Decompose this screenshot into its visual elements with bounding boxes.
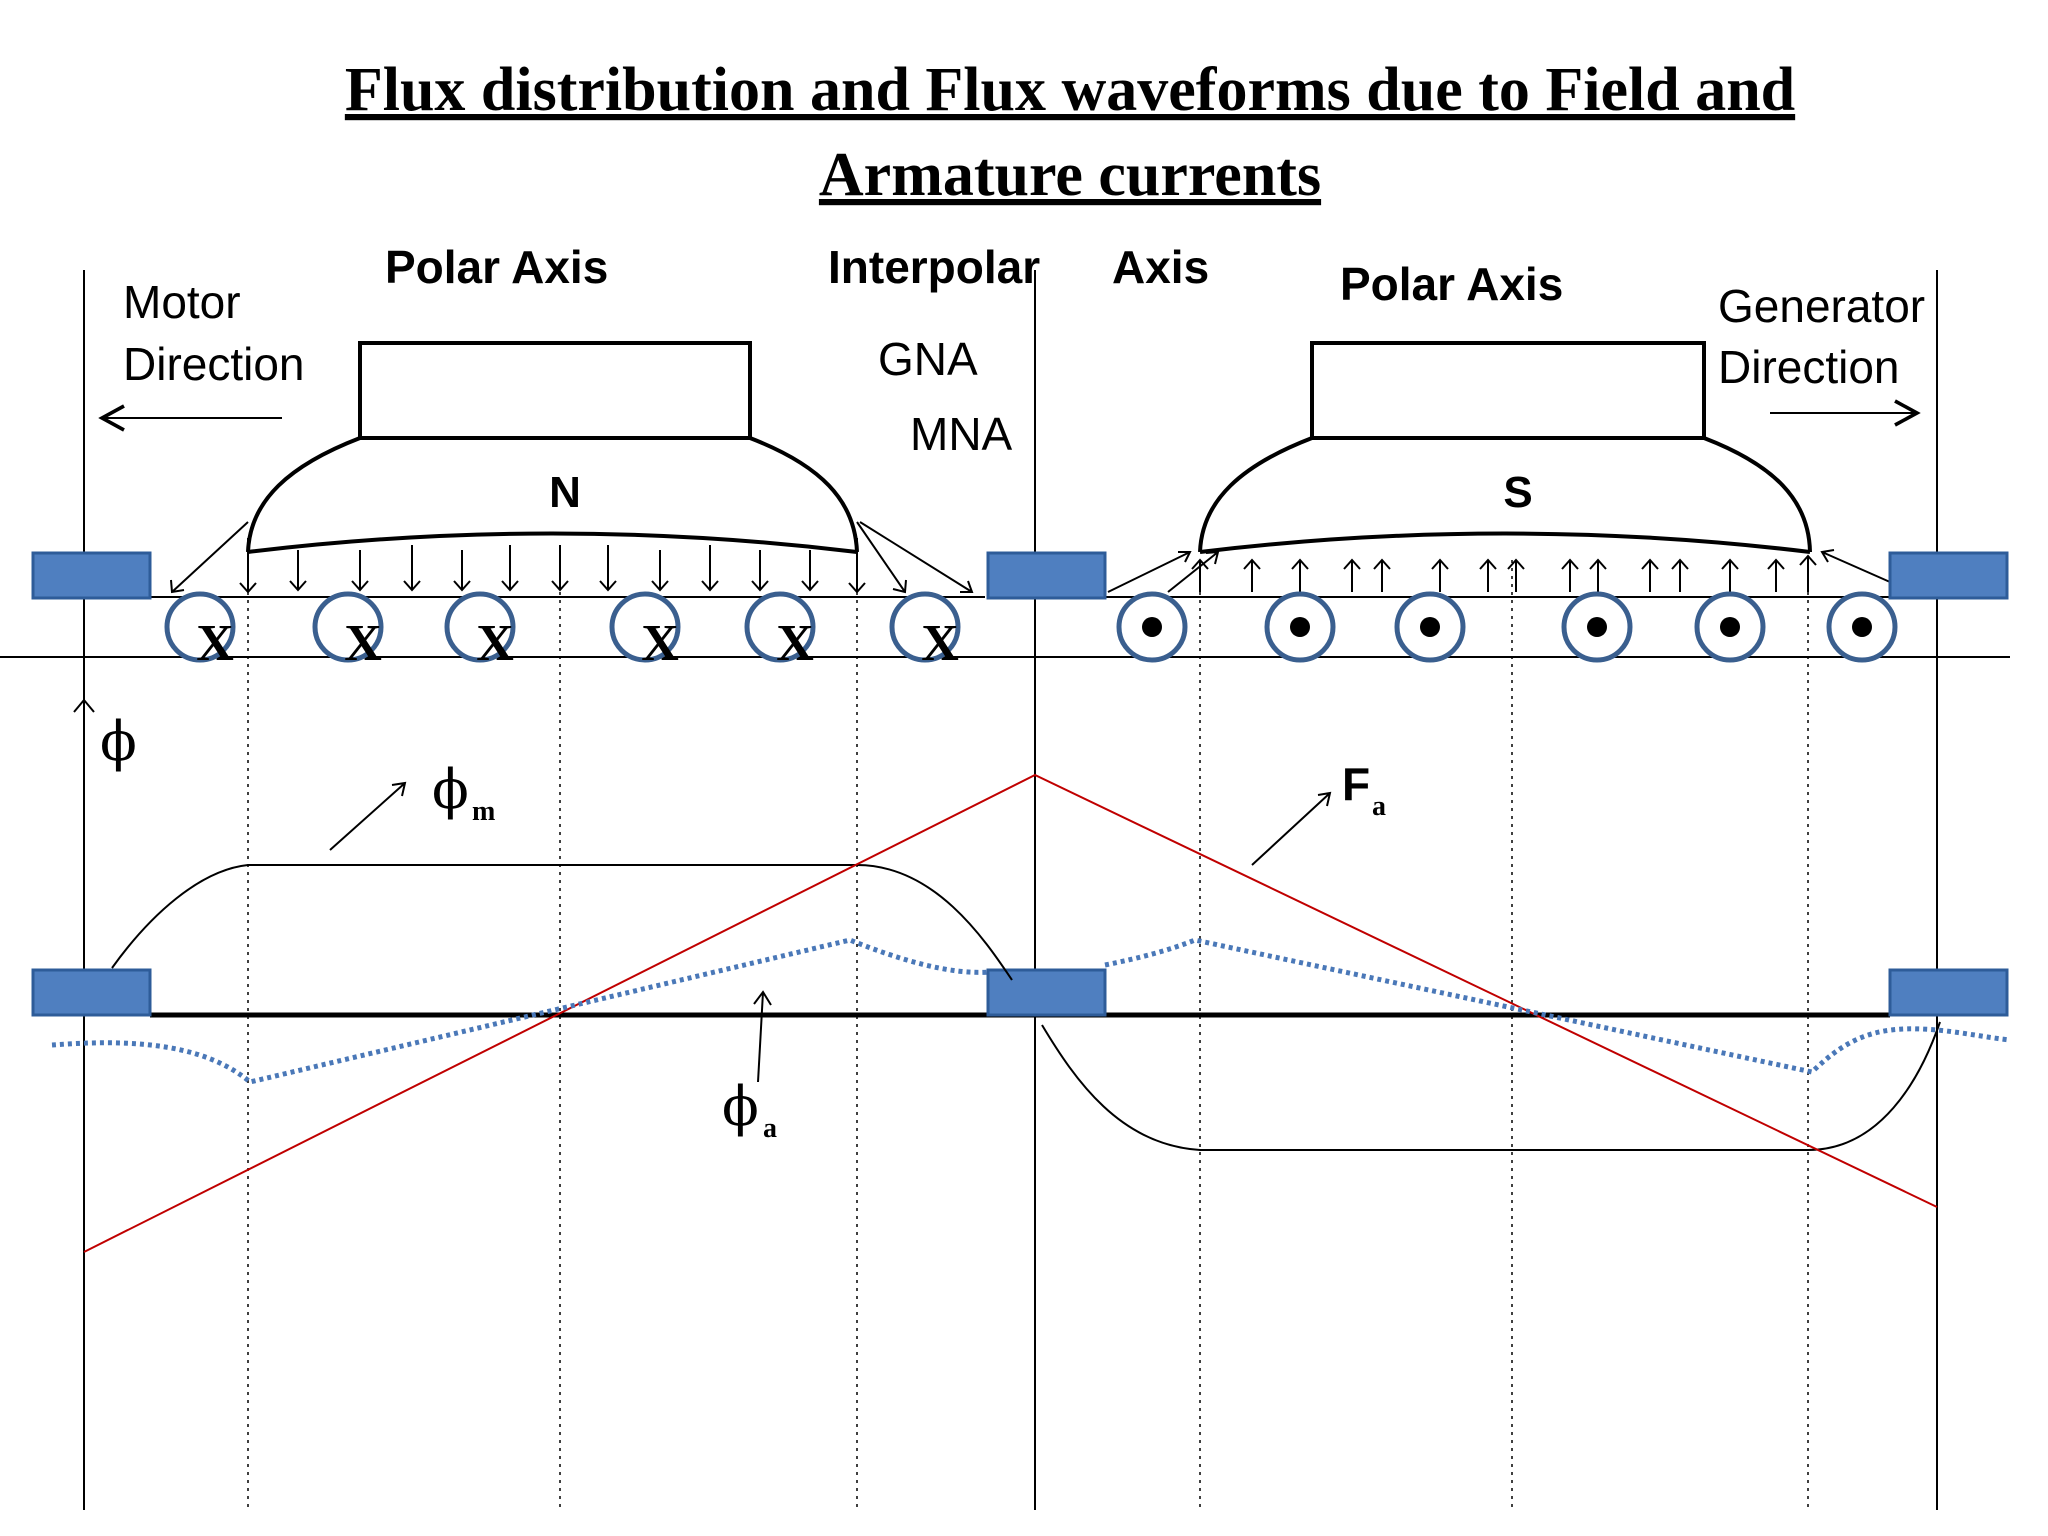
fa-label: F: [1342, 758, 1370, 810]
generator-label: Generator: [1718, 280, 1925, 332]
svg-text:X: X: [776, 615, 814, 672]
svg-text:X: X: [476, 615, 514, 672]
phi-m-subscript: m: [472, 796, 495, 827]
title-line-2: Armature currents: [819, 141, 1321, 209]
conductor-dot: [1694, 591, 1766, 663]
conductor-dot: [1394, 591, 1466, 663]
mna-label: MNA: [910, 408, 1013, 460]
conductor-x: X: [444, 591, 516, 672]
conductor-x: X: [164, 591, 236, 672]
phi-axis-arrow: [73, 698, 95, 720]
svg-text:X: X: [344, 615, 382, 672]
conductor-x: X: [312, 591, 384, 672]
north-conductors: X X X X X X: [164, 591, 961, 672]
polar-axis-right-label: Polar Axis: [1340, 258, 1563, 310]
interpolar-label: Interpolar: [828, 241, 1040, 293]
phi-a-label: ϕ: [722, 1075, 759, 1138]
pole-n-label: N: [549, 468, 581, 517]
fa-subscript: a: [1372, 791, 1386, 822]
polar-axis-left-label: Polar Axis: [385, 241, 608, 293]
conductor-dot: [1116, 591, 1188, 663]
phi-a-subscript: a: [763, 1113, 777, 1144]
axis-label: Axis: [1112, 241, 1209, 293]
title-line-1: Flux distribution and Flux waveforms due…: [345, 56, 1795, 124]
motor-label: Motor: [123, 276, 241, 328]
phi-m-pointer: [329, 781, 407, 851]
armature-mmf-line: [83, 773, 1938, 1253]
motor-direction-label: Direction: [123, 338, 305, 390]
conductor-dot: [1561, 591, 1633, 663]
upper-interpoles: [31, 551, 2009, 600]
south-pole: [1198, 341, 1812, 554]
armature-flux-waveform: [51, 937, 2011, 1085]
axis-lines: [83, 270, 1938, 1510]
svg-text:X: X: [196, 615, 234, 672]
svg-text:X: X: [921, 615, 959, 672]
svg-text:X: X: [641, 615, 679, 672]
phi-axis-label: ϕ: [100, 710, 137, 773]
conductor-x: X: [889, 591, 961, 672]
south-conductors: [1116, 591, 1898, 663]
dotted-guide-lines: [247, 560, 1809, 1510]
pole-s-label: S: [1503, 468, 1532, 517]
conductor-x: X: [609, 591, 681, 672]
north-pole: [246, 341, 859, 554]
north-flux-arrows: [170, 521, 974, 594]
gna-label: GNA: [878, 333, 978, 385]
south-flux-arrows: [1107, 549, 1891, 593]
conductor-x: X: [744, 591, 816, 672]
conductor-dot: [1826, 591, 1898, 663]
lower-interpoles: [31, 968, 2009, 1017]
generator-direction-label: Direction: [1718, 341, 1900, 393]
phi-a-pointer: [753, 990, 772, 1083]
conductor-dot: [1264, 591, 1336, 663]
phi-m-label: ϕ: [432, 758, 469, 821]
fa-pointer: [1251, 791, 1332, 866]
